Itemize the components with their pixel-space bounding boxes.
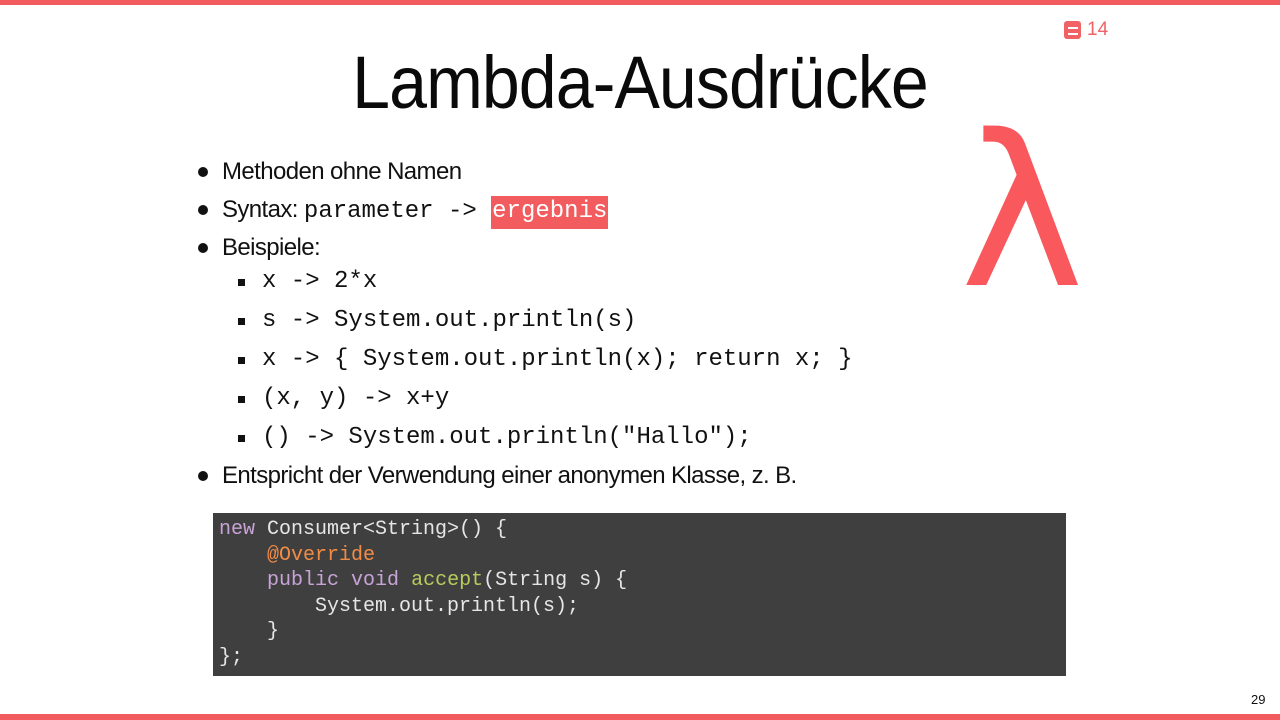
example-item: x -> 2*x xyxy=(238,264,853,303)
page-number: 29 xyxy=(1251,692,1266,707)
code-text: Consumer<String>() { xyxy=(255,518,508,541)
example-code: x -> { System.out.println(x); return x; … xyxy=(262,346,853,373)
code-text: System.out.println(s); xyxy=(219,594,580,618)
bullet-text: Entspricht der Verwendung einer anonymen… xyxy=(222,462,797,489)
square-bullet-icon xyxy=(238,318,245,325)
code-annotation: @Override xyxy=(267,543,376,567)
slide-title: Lambda-Ausdrücke xyxy=(352,41,929,124)
code-indent xyxy=(219,544,267,567)
code-function-name: accept xyxy=(411,569,484,592)
top-accent-bar xyxy=(0,0,1280,5)
example-item: (x, y) -> x+y xyxy=(238,381,853,420)
bullet-dot-icon xyxy=(198,205,208,215)
example-code: (x, y) -> x+y xyxy=(262,385,450,412)
example-item: s -> System.out.println(s) xyxy=(238,303,853,342)
square-bullet-icon xyxy=(238,396,245,403)
bullet-item-anonymous-class: Entspricht der Verwendung einer anonymen… xyxy=(198,459,797,497)
bullet-text: Methoden ohne Namen xyxy=(222,158,462,185)
bullet-item: Methoden ohne Namen xyxy=(198,155,608,193)
bullet-list: Methoden ohne Namen Syntax: parameter ->… xyxy=(198,155,609,269)
code-space xyxy=(399,569,411,592)
code-block: new Consumer<String>() { @Override publi… xyxy=(213,513,1066,676)
square-bullet-icon xyxy=(238,279,245,286)
square-bullet-icon xyxy=(238,357,245,364)
code-indent xyxy=(219,569,267,592)
example-code: () -> System.out.println("Hallo"); xyxy=(262,424,752,451)
lambda-icon: λ xyxy=(960,90,1085,335)
example-item: x -> { System.out.println(x); return x; … xyxy=(238,342,853,381)
counter-badge: 14 xyxy=(1064,19,1108,41)
example-code: x -> 2*x xyxy=(262,268,378,295)
example-item: () -> System.out.println("Hallo"); xyxy=(238,420,853,459)
bullet-item-syntax: Syntax: parameter -> ergebnis xyxy=(198,193,609,231)
syntax-code: parameter -> xyxy=(303,198,492,225)
syntax-highlight-selection[interactable]: ergebnis xyxy=(491,196,609,229)
bottom-accent-bar xyxy=(0,714,1280,720)
code-text: } xyxy=(219,620,280,643)
code-keyword: public void xyxy=(267,569,400,592)
square-bullet-icon xyxy=(238,435,245,442)
code-text: }; xyxy=(219,645,244,669)
syntax-label: Syntax: xyxy=(222,196,304,223)
example-code: s -> System.out.println(s) xyxy=(262,307,637,334)
bullet-dot-icon xyxy=(198,471,208,481)
code-keyword: new xyxy=(219,518,256,541)
bullet-dot-icon xyxy=(198,243,208,253)
examples-list: x -> 2*x s -> System.out.println(s) x ->… xyxy=(238,264,853,459)
code-text: (String s) { xyxy=(483,569,628,592)
counter-value: 14 xyxy=(1087,19,1109,40)
bullet-text: Beispiele: xyxy=(222,234,321,261)
bullet-item: Beispiele: xyxy=(198,231,608,269)
bullet-dot-icon xyxy=(198,167,208,177)
book-icon xyxy=(1064,21,1081,39)
